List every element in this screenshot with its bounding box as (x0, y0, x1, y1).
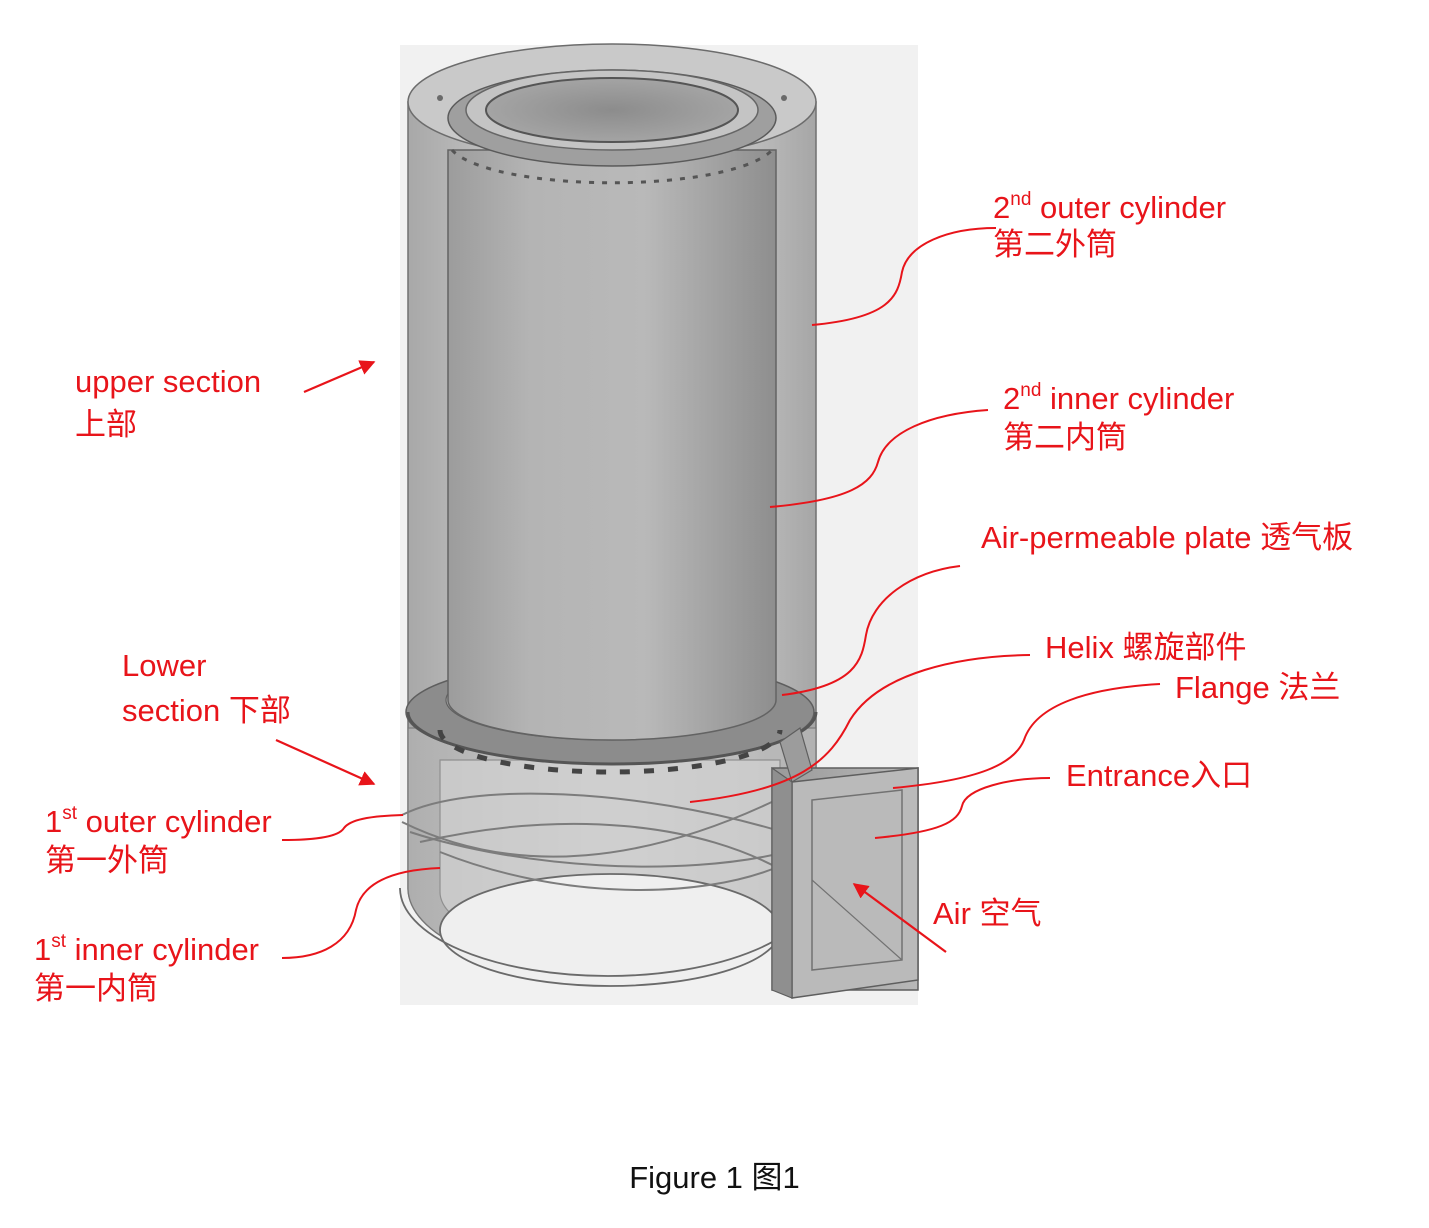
leader-outer2 (811, 227, 997, 326)
label-sup: nd (1020, 380, 1042, 401)
entrance-duct (771, 727, 919, 999)
label-text: outer cylinder (1031, 190, 1227, 225)
label-chinese: 第二内筒 (1003, 420, 1127, 455)
label-chinese: 上部 (75, 407, 137, 442)
label-second-inner-cylinder: 2nd inner cylinder 第二内筒 (1003, 380, 1235, 455)
label-text: Air-permeable plate 透气板 (981, 520, 1354, 555)
label-line1: Lower (122, 648, 207, 683)
leader-plate (781, 565, 961, 696)
figure-caption: Figure 1 图1 (629, 1160, 800, 1195)
label-num: 1 (45, 804, 63, 839)
label-num: 2 (1003, 381, 1021, 416)
label-air-permeable-plate: Air-permeable plate 透气板 (981, 522, 1353, 553)
leader-outer1 (281, 814, 404, 841)
label-entrance: Entrance入口 (1066, 760, 1252, 791)
label-helix: Helix 螺旋部件 (1045, 632, 1247, 663)
label-text: Entrance入口 (1066, 758, 1253, 793)
leader-lines (281, 227, 1161, 959)
label-flange: Flange 法兰 (1175, 672, 1340, 703)
label-sup: st (51, 931, 67, 952)
label-text: Helix 螺旋部件 (1045, 630, 1247, 665)
label-upper-section: upper section 上部 (75, 366, 261, 440)
label-line2: section 下部 (122, 693, 291, 728)
arrow-lower-section (275, 738, 376, 786)
label-air: Air 空气 (933, 898, 1042, 929)
helix-tubes (401, 792, 793, 891)
first-inner-cylinder (399, 759, 817, 987)
leader-inner1 (281, 867, 441, 959)
second-inner-cylinder (447, 69, 777, 741)
label-sup: st (62, 803, 78, 824)
label-text: Air 空气 (933, 896, 1042, 931)
label-text: inner cylinder (66, 932, 260, 967)
leader-entrance (874, 777, 1051, 839)
label-chinese: 第二外筒 (993, 227, 1117, 262)
leader-inner2 (769, 409, 989, 508)
leader-helix (689, 654, 1031, 803)
label-text: inner cylinder (1041, 381, 1235, 416)
annotation-arrows (275, 360, 947, 953)
label-num: 1 (34, 932, 52, 967)
label-text: outer cylinder (77, 804, 272, 839)
leader-flange (892, 683, 1161, 789)
label-first-outer-cylinder: 1st outer cylinder 第一外筒 (45, 803, 272, 878)
label-text: Flange 法兰 (1175, 670, 1341, 705)
label-text: upper section (75, 364, 262, 399)
arrow-upper-section (303, 360, 376, 394)
label-sup: nd (1010, 189, 1032, 210)
arrow-air (852, 883, 947, 953)
label-chinese: 第一外筒 (45, 843, 169, 878)
label-lower-section: Lower section 下部 (122, 650, 291, 726)
label-first-inner-cylinder: 1st inner cylinder 第一内筒 (34, 931, 260, 1006)
label-second-outer-cylinder: 2nd outer cylinder 第二外筒 (993, 189, 1227, 262)
label-num: 2 (993, 190, 1011, 225)
label-chinese: 第一内筒 (34, 971, 158, 1006)
